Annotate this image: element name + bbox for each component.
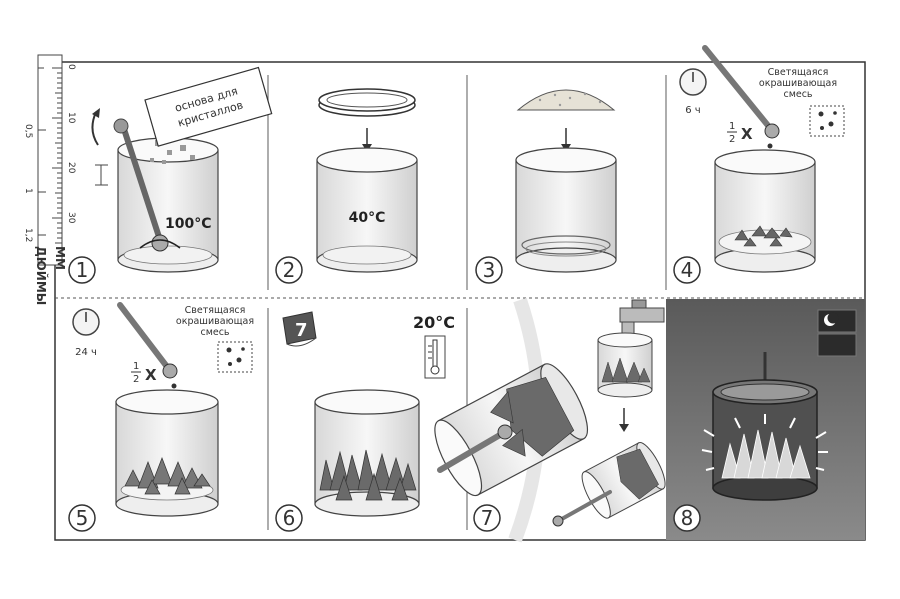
jar [115, 389, 219, 517]
crystal-cluster [124, 457, 211, 495]
step-number: 6 [283, 506, 296, 530]
glow-mix-sachet [217, 341, 253, 373]
step-7-panel: 7 [434, 297, 666, 543]
fraction-denominator: 2 [729, 134, 735, 145]
step-number: 7 [481, 506, 494, 530]
jar [316, 147, 418, 273]
step-number: 4 [681, 258, 694, 282]
multiplier-label: X [741, 125, 753, 143]
temperature-label: 20°C [413, 313, 455, 332]
crystal-base-packet: основа для кристаллов [144, 66, 273, 147]
calendar-day: 7 [295, 320, 308, 341]
moon-icon [817, 309, 857, 357]
ruler-inch-tick: 1 [23, 188, 33, 194]
ruler-inch-unit: ДЮЙМЫ [34, 246, 49, 305]
glow-mix-sachet [809, 105, 845, 137]
mix-label-line-2: окрашивающая [176, 316, 254, 327]
temperature-label: 40°C [349, 210, 386, 226]
thermometer-icon [424, 335, 446, 379]
clock-icon [72, 308, 100, 336]
small-crystals [734, 225, 793, 247]
jar-lid [318, 88, 416, 117]
step-2-panel: 40°C 2 [275, 88, 418, 284]
ruler-mm-unit: ММ [53, 246, 67, 270]
mix-label-line-3: смесь [783, 89, 812, 100]
step-4-panel: 6 ч Светящаяся окрашивающая смесь 1 2 X … [673, 45, 845, 284]
mix-label-line-3: смесь [200, 327, 229, 338]
ruler-mm-tick: 0 [66, 64, 76, 70]
ruler-mm-tick: 30 [66, 212, 76, 224]
step-6-panel: 7 20°C 6 [275, 311, 455, 532]
mix-label-line-2: окрашивающая [759, 78, 837, 89]
calendar-icon: 7 [282, 311, 317, 347]
fraction-denominator: 2 [133, 374, 139, 385]
step-5-panel: 24 ч Светящаяся окрашивающая смесь 1 2 X… [68, 302, 254, 532]
clock-icon [679, 68, 707, 96]
glowing-crystals [721, 429, 811, 479]
step-8-panel: 8 [673, 309, 857, 532]
jar [714, 149, 816, 273]
step-number: 3 [483, 258, 496, 282]
small-jar [597, 332, 653, 398]
step-number: 2 [283, 258, 296, 282]
ruler-mm-tick: 10 [66, 112, 76, 124]
step-number: 5 [76, 506, 89, 530]
fraction-numerator: 1 [133, 361, 139, 372]
fraction-numerator: 1 [729, 121, 735, 132]
step-3-panel: 3 [475, 89, 617, 284]
step-number: 1 [76, 258, 89, 282]
ruler-inch-tick: 0,5 [23, 124, 33, 138]
glow-rays [701, 414, 828, 471]
cover-dome [516, 89, 616, 111]
ruler-inch-tick: 1,2 [23, 228, 33, 242]
timer-label: 6 ч [685, 105, 700, 116]
temperature-label: 100°C [165, 216, 212, 232]
crystal-cluster [319, 449, 417, 501]
timer-label: 24 ч [75, 347, 97, 358]
small-tilted-jar [581, 442, 666, 519]
multiplier-label: X [145, 366, 157, 384]
step-1-panel: основа для кристаллов 100°C 1 [68, 66, 273, 284]
mix-label-line-1: Светящаяся [768, 67, 829, 78]
measuring-ruler: 0 10 20 30 0,5 1 1,2 ММ ДЮЙМЫ [23, 54, 76, 305]
glowing-jar [712, 379, 818, 501]
step-number: 8 [681, 506, 694, 530]
jar [515, 147, 617, 273]
mix-label-line-1: Светящаяся [185, 305, 246, 316]
ruler-mm-tick: 20 [66, 162, 76, 174]
